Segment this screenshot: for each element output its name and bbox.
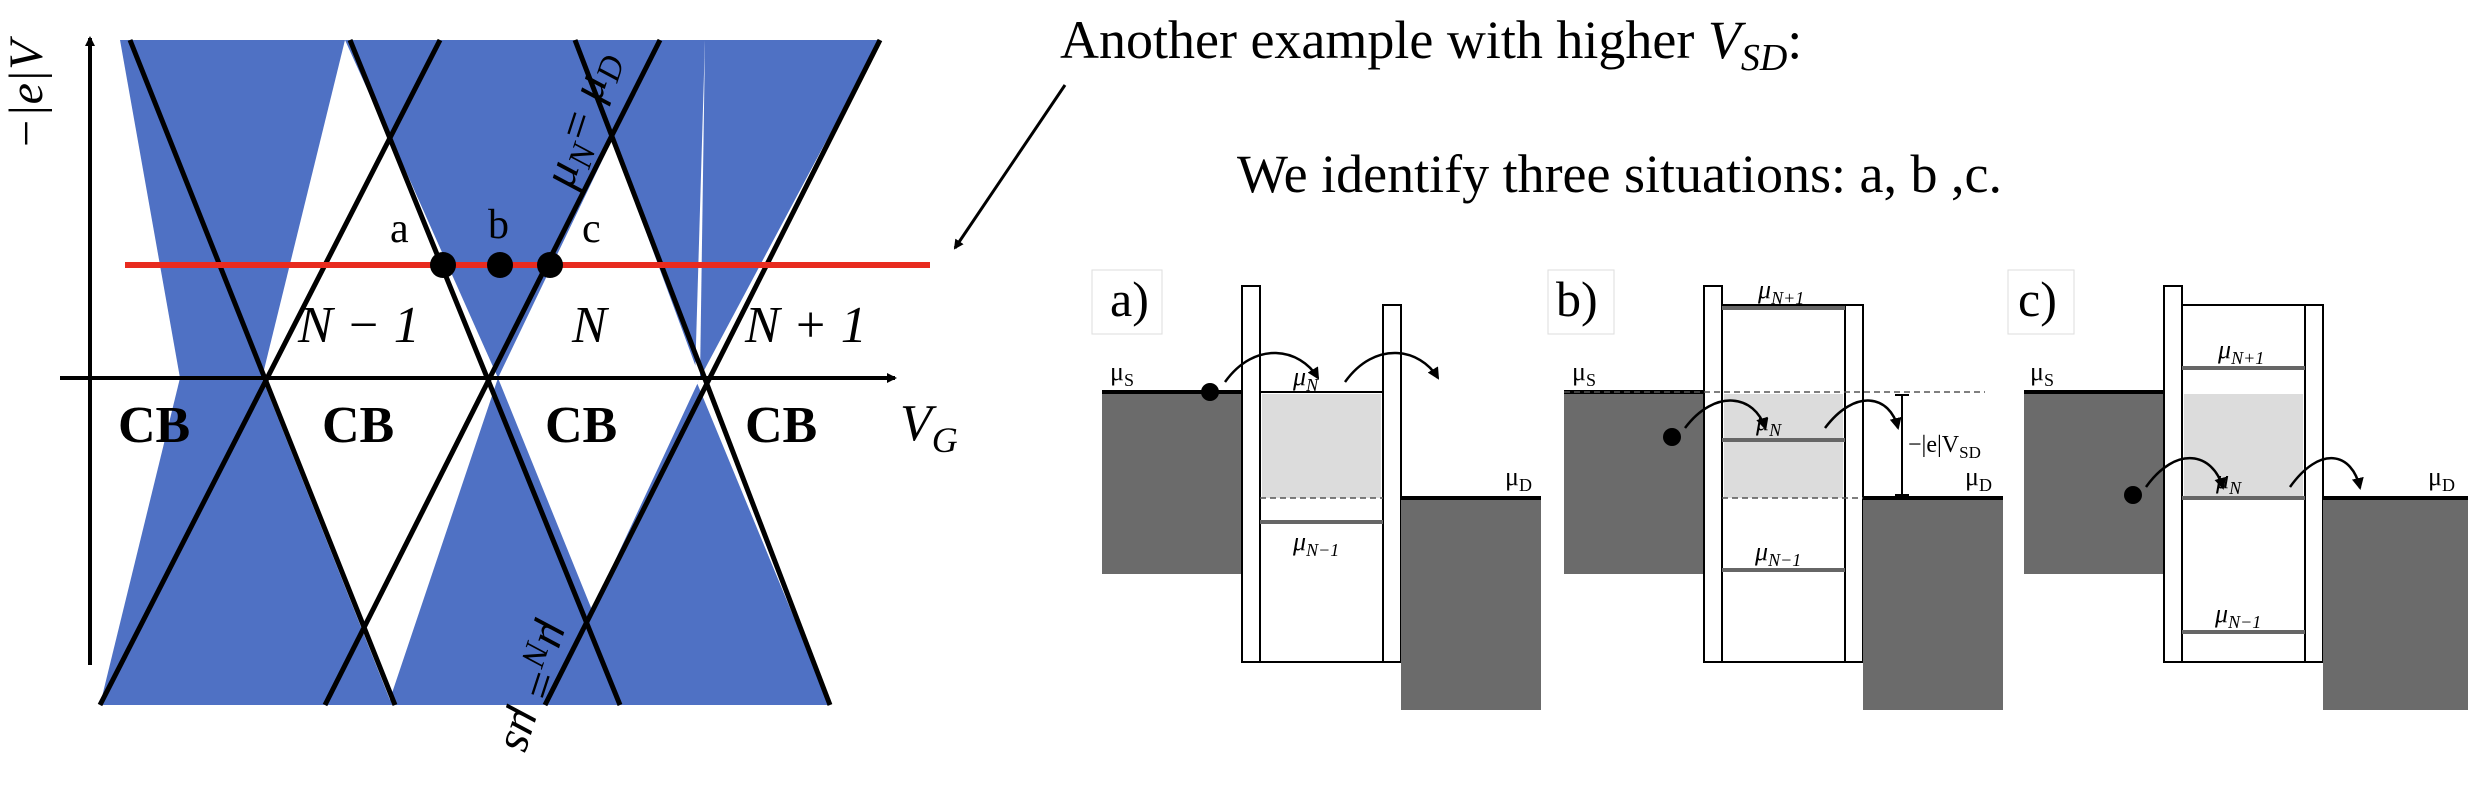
pointer-arrow [953, 84, 1067, 250]
edge-2 [97, 38, 443, 707]
panel-a: a) μS μN μN−1 μD [1091, 269, 1541, 710]
panel-c-bias-window [2184, 394, 2303, 498]
panel-b-mu-s: μS [1572, 357, 1596, 390]
panel-a-level-n-label: μN [1292, 362, 1319, 395]
panel-c-drain [2323, 498, 2468, 710]
panel-b-level-n-label: μN [1755, 407, 1782, 440]
panel-b-tag-box [1547, 269, 1615, 335]
panel-b-bias-window [1724, 394, 1843, 498]
panel-a-tunnel-arrow-2 [1343, 351, 1440, 383]
panel-b-barrier-left [1703, 285, 1723, 663]
cb-label-4: CB [745, 397, 817, 454]
panel-b-electron [1663, 428, 1681, 446]
panel-a-electron [1201, 383, 1219, 401]
panel-a-drain [1401, 498, 1541, 710]
panel-a-bias-window [1262, 394, 1381, 498]
edge-6 [542, 38, 883, 707]
panel-a-tag-box [1091, 269, 1163, 335]
cb-label-3: CB [545, 397, 617, 454]
point-b-dot [487, 252, 513, 278]
edge-5 [572, 39, 833, 706]
subheading-text: We identify three situations: a, b ,c. [1237, 144, 2002, 204]
panel-a-barrier-right [1382, 304, 1402, 663]
panel-a-mu-d: μD [1505, 462, 1532, 495]
panel-c: c) μS μN+1 μN μN−1 μD [2007, 269, 2468, 710]
point-c-label: c [582, 206, 601, 252]
panel-c-electron [2124, 486, 2142, 504]
panel-c-mu-s: μS [2030, 357, 2054, 390]
panel-b-level-n-plus-1-label: μN+1 [1757, 275, 1804, 308]
region-label-n-minus-1: N − 1 [297, 297, 420, 354]
panel-c-level-n-label: μN [2215, 465, 2242, 498]
axes [60, 36, 897, 665]
region-top-left [120, 40, 345, 378]
cb-label-1: CB [118, 397, 190, 454]
panel-b-tag: b) [1556, 271, 1598, 327]
diamond-edges [97, 38, 883, 707]
panel-c-tunnel-arrow-1 [2144, 457, 2227, 490]
panel-b-level-n-minus-1-label: μN−1 [1754, 537, 1801, 570]
panel-a-source [1102, 392, 1242, 574]
panel-a-tag: a) [1110, 271, 1149, 327]
panel-b-drain [1863, 498, 2003, 710]
region-bottom-left [100, 378, 392, 705]
panel-b-mu-d: μD [1965, 462, 1992, 495]
coulomb-diamond-diagram: a b c N − 1 N N + 1 CB CB CB CB VG −|e|V… [0, 36, 1067, 760]
panel-b-tunnel-arrow-1 [1684, 399, 1768, 430]
heading-text: Another example with higher VSD: [1060, 10, 1802, 79]
x-axis-label: VG [900, 395, 958, 460]
panel-b: b) μS μN+1 μN μN−1 −|e|VSD μD [1547, 269, 2003, 710]
edge-1 [127, 39, 398, 706]
panel-c-barrier-right [2304, 304, 2324, 663]
panel-b-bias-label: −|e|VSD [1908, 432, 1981, 462]
point-a-label: a [390, 206, 409, 252]
panel-c-tag-box [2007, 269, 2075, 335]
panel-c-source [2024, 392, 2164, 574]
panel-b-tunnel-arrow-2 [1824, 399, 1902, 430]
panel-c-level-n-plus-1-label: μN+1 [2217, 335, 2264, 368]
panel-c-barrier-left [2163, 285, 2183, 663]
region-label-n: N [571, 297, 610, 354]
panel-c-mu-d: μD [2428, 462, 2455, 495]
panel-a-tunnel-arrow-1 [1223, 351, 1320, 383]
panel-c-level-n-minus-1-label: μN−1 [2214, 599, 2261, 632]
panel-a-barrier-left [1241, 285, 1261, 663]
panel-b-barrier-right [1844, 304, 1864, 663]
edge-4 [322, 38, 663, 707]
diamond-n [498, 140, 700, 610]
point-c-dot [537, 252, 563, 278]
point-a-dot [430, 252, 456, 278]
panel-b-source [1564, 392, 1704, 574]
panel-a-level-n-minus-1-label: μN−1 [1292, 527, 1339, 560]
panel-c-tag: c) [2018, 271, 2057, 327]
edge-3 [347, 39, 623, 706]
point-b-label: b [488, 202, 509, 248]
region-bottom-right [540, 378, 830, 705]
y-axis-label: −|e|V [0, 36, 53, 150]
panel-c-tunnel-arrow-2 [2288, 457, 2364, 490]
operating-points [430, 252, 563, 278]
cb-label-2: CB [322, 397, 394, 454]
region-label-n-plus-1: N + 1 [744, 297, 867, 354]
panel-a-mu-s: μS [1110, 357, 1134, 390]
